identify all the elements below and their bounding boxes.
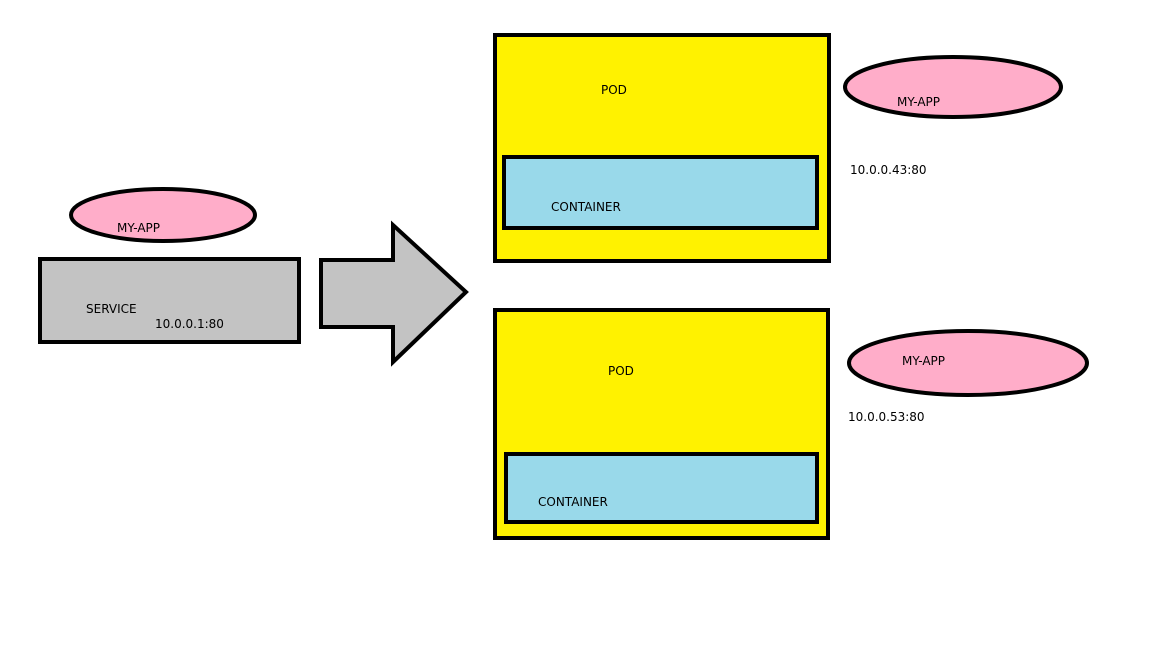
- service-label-ellipse: [69, 187, 257, 243]
- pod-1-label-ellipse: [843, 55, 1063, 119]
- pod-1-label-tag: MY-APP: [843, 55, 1063, 119]
- pod-1: POD CONTAINER: [493, 33, 831, 263]
- pod-1-container-rect: [502, 155, 819, 230]
- service-label-tag: MY-APP: [69, 187, 257, 243]
- service-box: SERVICE 10.0.0.1:80: [38, 257, 301, 344]
- pod-1-container-label: CONTAINER: [551, 200, 621, 214]
- pod-1-label-text: MY-APP: [897, 95, 940, 109]
- service-rect: [38, 257, 301, 344]
- pod-2-name: POD: [608, 364, 634, 378]
- service-address: 10.0.0.1:80: [155, 317, 224, 331]
- service-name: SERVICE: [86, 302, 137, 316]
- pod-2-label-text: MY-APP: [902, 354, 945, 368]
- pod-2-label-tag: MY-APP: [847, 329, 1089, 397]
- pod-1-name: POD: [601, 83, 627, 97]
- right-block-arrow-icon: [319, 220, 469, 367]
- pod-2: POD CONTAINER: [493, 308, 830, 540]
- pod-2-label-ellipse: [847, 329, 1089, 397]
- pod-2-address: 10.0.0.53:80: [848, 410, 925, 424]
- pod-2-container-label: CONTAINER: [538, 495, 608, 509]
- pod-1-address: 10.0.0.43:80: [850, 163, 927, 177]
- service-label-text: MY-APP: [117, 221, 160, 235]
- pod-2-container-rect: [504, 452, 819, 524]
